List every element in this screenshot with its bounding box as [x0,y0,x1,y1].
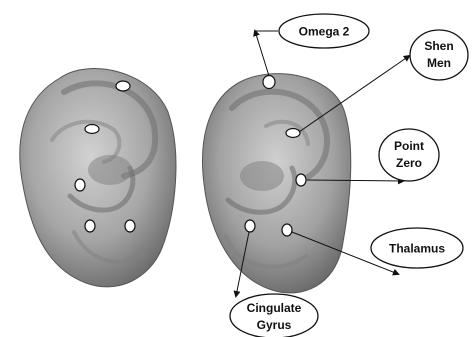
thalamus-callout: Thalamus [371,228,463,268]
point-zero-callout: Point Zero [379,129,439,181]
shen-men-label-line2: Men [427,56,451,70]
omega2-callout: Omega 2 [279,14,369,48]
thalamus-marker [282,224,292,236]
omega2-label: Omega 2 [299,25,350,39]
acupoint-marker [85,220,95,232]
point-zero-label-line2: Zero [396,156,422,170]
cingulate-gyrus-label-line1: Cingulate [247,301,302,315]
thalamus-label: Thalamus [389,242,445,256]
omega2-marker [263,76,275,89]
right-ear [203,74,351,293]
acupoint-marker [116,81,130,91]
omega2-leader-line [255,31,269,76]
shen-men-callout: Shen Men [410,30,468,80]
acupoint-marker [125,220,135,232]
acupoint-marker [85,125,99,134]
cingulate-gyrus-marker [245,220,255,232]
shen-men-label-line1: Shen [424,39,453,53]
acupoint-marker [75,179,85,191]
shen-men-marker [286,129,300,138]
cingulate-gyrus-label-line2: Gyrus [257,318,292,332]
cingulate-gyrus-callout: Cingulate Gyrus [230,294,318,337]
left-ear [20,69,176,287]
point-zero-marker [296,174,306,186]
point-zero-label-line1: Point [394,139,424,153]
